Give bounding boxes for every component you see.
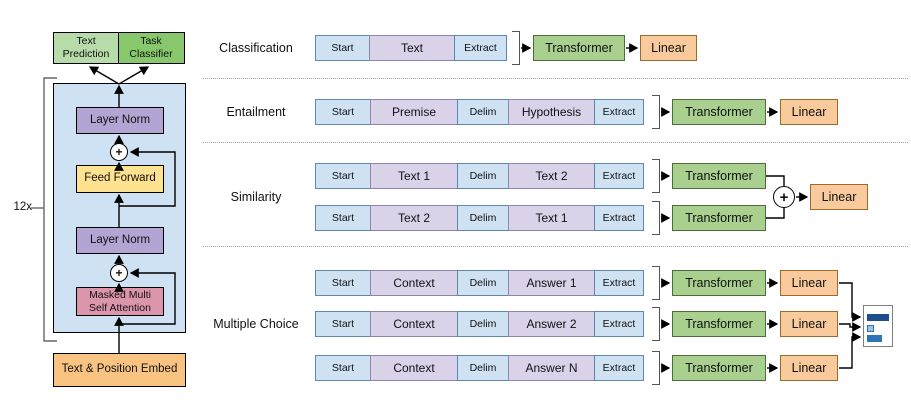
multiple-choice-sequence-1: Start Context Delim Answer 1 Extract: [315, 270, 644, 296]
plus-sign: +: [115, 145, 123, 159]
residual-add-top-icon: +: [110, 143, 128, 161]
linear-box: Linear: [780, 355, 838, 381]
bracket: [652, 159, 660, 193]
classification-sequence: Start Text Extract: [315, 35, 507, 61]
seq-cell-context: Context: [369, 355, 459, 381]
seq-cell-extract: Extract: [594, 311, 644, 337]
bracket: [652, 307, 660, 341]
seq-cell-extract: Extract: [594, 355, 644, 381]
seq-cell-delim: Delim: [457, 205, 509, 231]
plus-sign: +: [779, 188, 789, 206]
bracket: [652, 351, 660, 385]
seq-cell-extract: Extract: [594, 163, 644, 189]
multiple-choice-sequence-3: Start Context Delim Answer N Extract: [315, 355, 644, 381]
transformer-box: Transformer: [672, 163, 766, 189]
task-label-entailment: Entailment: [226, 105, 286, 119]
task-label-similarity: Similarity: [230, 190, 282, 204]
seq-cell-delim: Delim: [457, 355, 509, 381]
section-divider: [203, 142, 908, 143]
seq-cell-text2: Text 2: [507, 163, 596, 189]
linear-box: Linear: [780, 99, 838, 125]
seq-cell-delim: Delim: [457, 270, 509, 296]
seq-cell-text: Text: [368, 35, 456, 61]
seq-cell-premise: Premise: [369, 99, 459, 125]
output-heads: Text Prediction Task Classifier: [53, 32, 185, 64]
layer-norm-bottom-box: Layer Norm: [76, 227, 164, 254]
seq-cell-text2: Text 2: [369, 205, 459, 231]
linear-box: Linear: [640, 35, 697, 61]
residual-add-bottom-icon: +: [110, 264, 128, 282]
similarity-sequence-1: Start Text 1 Delim Text 2 Extract: [315, 163, 644, 189]
seq-cell-context: Context: [369, 311, 459, 337]
transformer-box: Transformer: [672, 311, 766, 337]
similarity-sequence-2: Start Text 2 Delim Text 1 Extract: [315, 205, 644, 231]
task-classifier-box: Task Classifier: [117, 32, 185, 64]
section-divider: [203, 78, 908, 79]
seq-cell-start: Start: [315, 355, 371, 381]
transformer-box: Transformer: [672, 205, 766, 231]
seq-cell-delim: Delim: [457, 311, 509, 337]
linear-box: Linear: [780, 311, 838, 337]
seq-cell-hypothesis: Hypothesis: [507, 99, 596, 125]
seq-cell-answer1: Answer 1: [507, 270, 596, 296]
bracket: [652, 266, 660, 300]
layer-norm-top-box: Layer Norm: [76, 107, 164, 134]
seq-cell-extract: Extract: [454, 35, 507, 61]
transformer-box: Transformer: [672, 99, 766, 125]
seq-cell-extract: Extract: [594, 205, 644, 231]
answer-bar-3: [867, 335, 882, 342]
seq-cell-delim: Delim: [457, 163, 509, 189]
seq-cell-start: Start: [315, 311, 371, 337]
task-label-multiple-choice: Multiple Choice: [213, 317, 299, 331]
transformer-box: Transformer: [672, 270, 766, 296]
transformer-box: Transformer: [533, 35, 625, 61]
section-divider: [203, 246, 908, 247]
linear-box: Linear: [780, 270, 838, 296]
seq-cell-answerN: Answer N: [507, 355, 596, 381]
seq-cell-delim: Delim: [457, 99, 509, 125]
multiple-choice-sequence-2: Start Context Delim Answer 2 Extract: [315, 311, 644, 337]
seq-cell-extract: Extract: [594, 99, 644, 125]
transformer-box: Transformer: [672, 355, 766, 381]
seq-cell-start: Start: [315, 205, 371, 231]
seq-cell-start: Start: [315, 35, 370, 61]
seq-cell-context: Context: [369, 270, 459, 296]
sum-icon: +: [773, 186, 795, 208]
feed-forward-box: Feed Forward: [76, 165, 164, 193]
task-label-classification: Classification: [219, 41, 293, 55]
answer-distribution-icon: [863, 305, 893, 347]
seq-cell-start: Start: [315, 163, 371, 189]
text-prediction-box: Text Prediction: [53, 32, 119, 64]
bracket: [652, 95, 660, 129]
seq-cell-extract: Extract: [594, 270, 644, 296]
seq-cell-start: Start: [315, 270, 371, 296]
seq-cell-answer2: Answer 2: [507, 311, 596, 337]
embedding-box: Text & Position Embed: [53, 353, 186, 387]
entailment-sequence: Start Premise Delim Hypothesis Extract: [315, 99, 644, 125]
answer-bar-1: [867, 314, 889, 321]
plus-sign: +: [115, 266, 123, 280]
repeat-count-label: 12x: [13, 201, 32, 213]
seq-cell-text1: Text 1: [369, 163, 459, 189]
bracket: [512, 31, 520, 65]
linear-box: Linear: [810, 184, 868, 210]
masked-attention-box: Masked Multi Self Attention: [76, 287, 164, 316]
seq-cell-text1: Text 1: [507, 205, 596, 231]
answer-bar-2: [867, 325, 874, 332]
bracket: [652, 201, 660, 235]
seq-cell-start: Start: [315, 99, 371, 125]
